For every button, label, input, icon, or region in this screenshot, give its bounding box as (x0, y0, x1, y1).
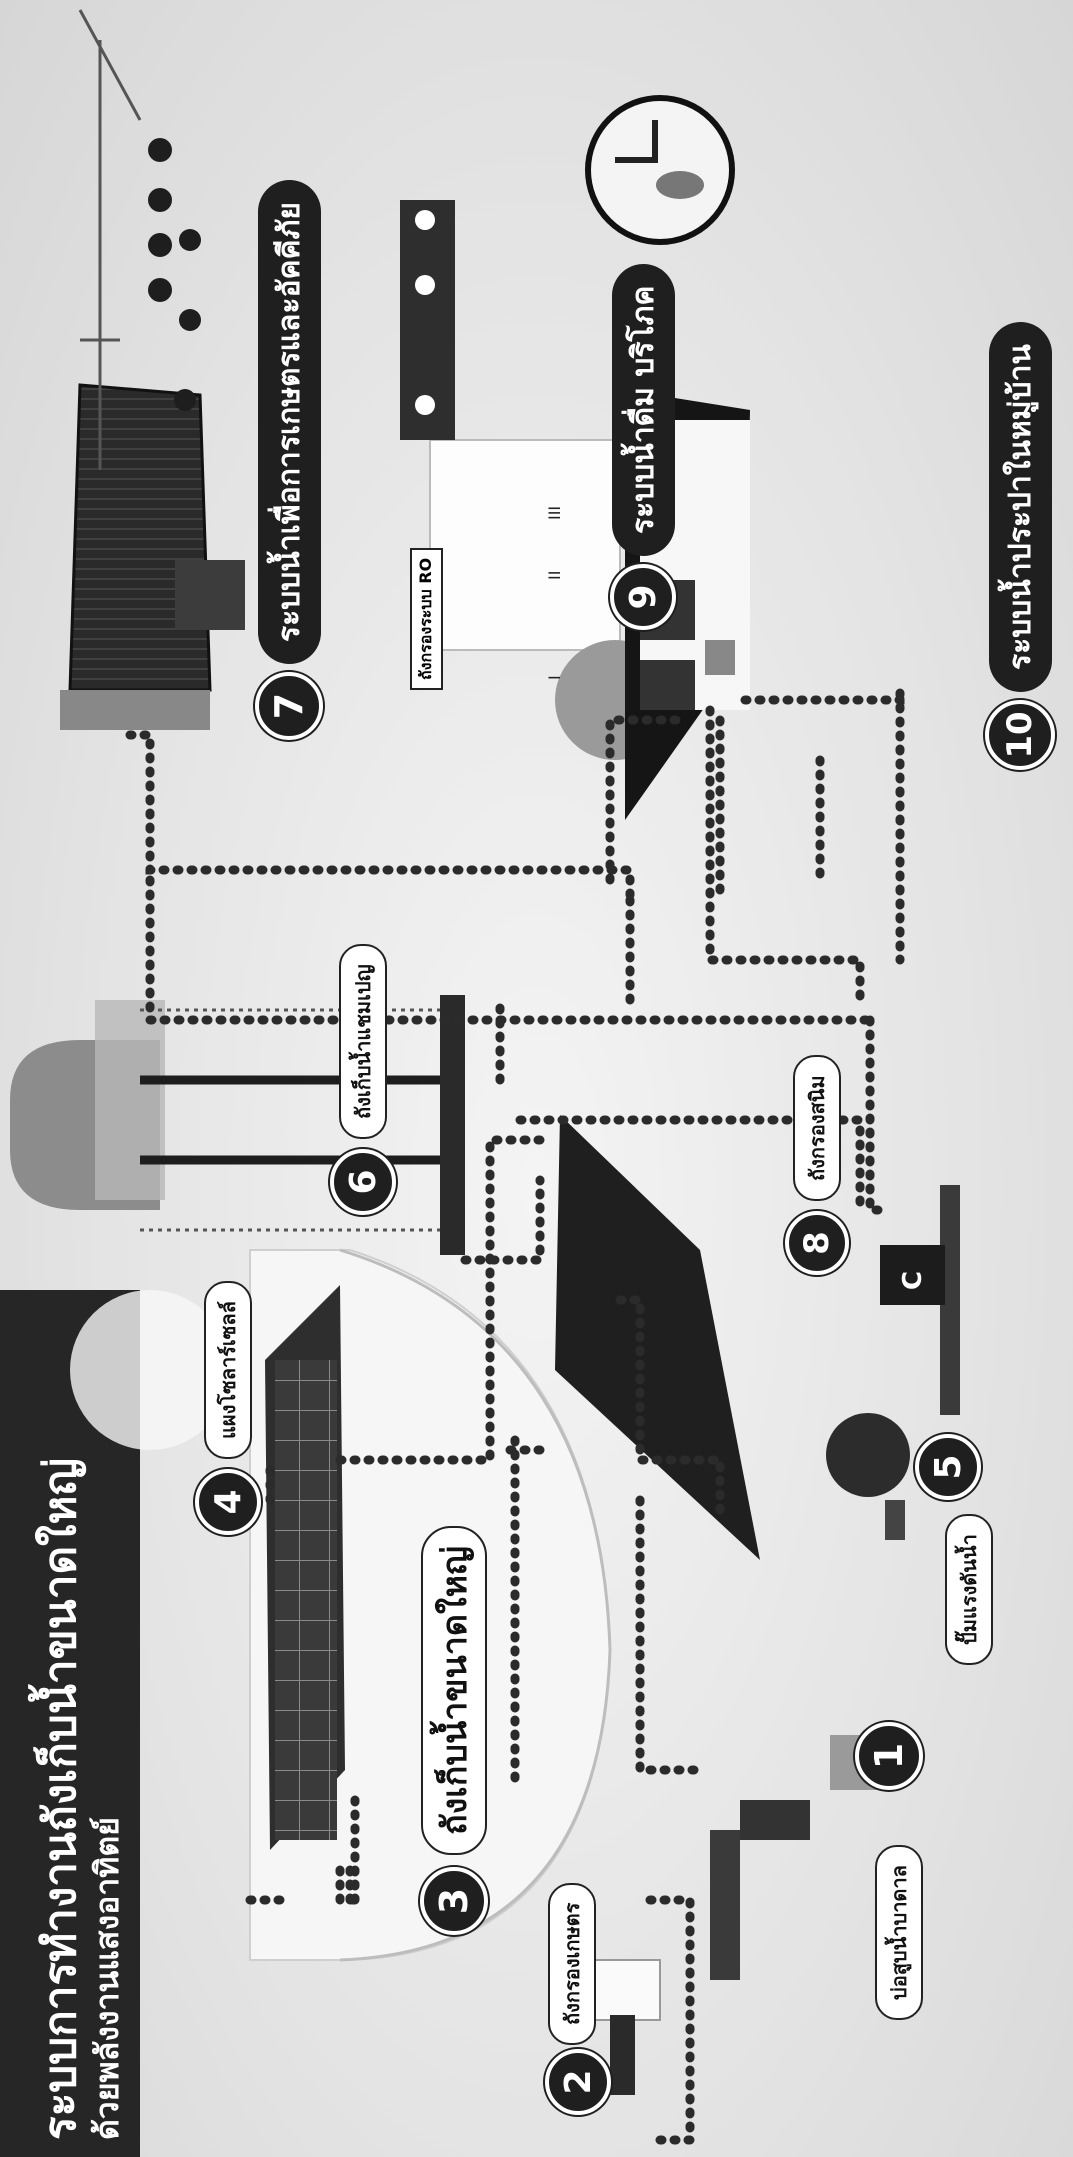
ro-filter-unit (400, 200, 621, 651)
step-number: 5 (915, 1434, 981, 1500)
step-number: 9 (610, 564, 676, 630)
tank-letter: C (898, 1270, 928, 1290)
step-number: 10 (985, 700, 1055, 770)
step-number: 2 (545, 2049, 611, 2115)
step-number: 3 (420, 1867, 488, 1935)
step-1-label: บ่อสูบน้ำบาดาล (875, 1845, 923, 2020)
roman-2: II (545, 570, 564, 580)
step-8: 8 ถังกรองสนิม (785, 1055, 849, 1275)
step-label: ระบบน้ำประปาในหมู่บ้าน (988, 322, 1052, 692)
step-number: 8 (785, 1211, 849, 1275)
pump-machine (826, 1413, 910, 1540)
ro-label: ถังกรองระบบ RO (410, 547, 443, 690)
step-number: 4 (195, 1469, 261, 1535)
orchard-trees (148, 138, 201, 411)
agri-filter (589, 1959, 661, 2095)
step-4: 4 แผงโซลาร์เซลล์ (195, 1281, 261, 1535)
filter-roof (555, 1115, 760, 1560)
sun-glow (70, 1290, 230, 1450)
step-label: ถังเก็บน้ำขนาดใหญ่ (421, 1526, 487, 1855)
barn (60, 383, 245, 730)
step-number: 6 (330, 1149, 396, 1215)
step-label: ระบบน้ำดื่ม บริโภค (611, 263, 675, 556)
step-5-label: ปั๊มแรงดันน้ำ (945, 1514, 993, 1665)
faucet-callout (585, 95, 735, 245)
champagne-tank (10, 995, 465, 1255)
step-7: 7 ระบบน้ำเพื่อการเกษตรและอัคคีภัย (255, 180, 323, 740)
step-label: ถังเก็บน้ำแชมเปญ (339, 944, 387, 1139)
step-number: 1 (855, 1722, 923, 1790)
step-2: 2 (545, 2049, 611, 2115)
pipes (125, 690, 905, 2145)
power-pole (78, 9, 142, 470)
step-1: 1 (855, 1722, 923, 1790)
tank-c-box (880, 1245, 945, 1305)
page-subtitle: ด้วยพลังงานแสงอาทิตย์ (88, 1817, 126, 2140)
ground-bar (940, 1185, 960, 1415)
step-2-label: ถังกรองเกษตร (548, 1882, 596, 2045)
step-6: 6 ถังเก็บน้ำแชมเปญ (330, 944, 396, 1215)
step-label: ระบบน้ำเพื่อการเกษตรและอัคคีภัย (257, 180, 321, 664)
step-label: แผงโซลาร์เซลล์ (204, 1281, 252, 1459)
step-number: 7 (255, 672, 323, 740)
step-label: ถังกรองสนิม (793, 1055, 841, 1201)
step-3: 3 ถังเก็บน้ำขนาดใหญ่ (420, 1526, 488, 1935)
step-10: 10 ระบบน้ำประปาในหมู่บ้าน (985, 322, 1055, 770)
solar-panel (265, 1285, 345, 1850)
step-5: 5 (915, 1434, 981, 1500)
roman-1: I (545, 675, 564, 680)
roman-3: III (545, 505, 564, 520)
step-9: 9 ระบบน้ำดื่ม บริโภค (610, 263, 676, 630)
